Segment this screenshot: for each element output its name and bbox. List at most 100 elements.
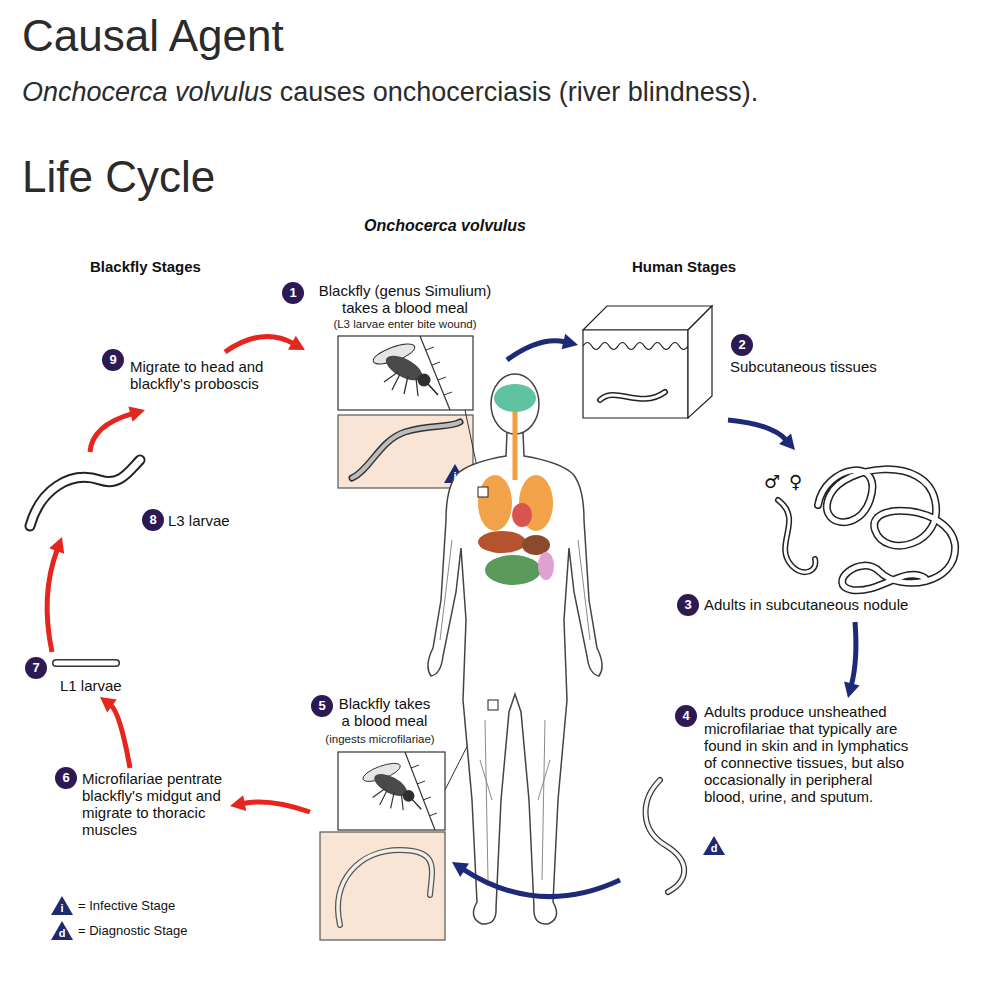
blackfly-box (420, 336, 450, 410)
human-figure (513, 412, 518, 480)
human-figure (440, 540, 590, 880)
microfilaria-box (338, 850, 432, 925)
larva-box (352, 422, 460, 478)
cycle-arrow (225, 336, 305, 352)
microfilaria-box (320, 832, 445, 940)
legend-triangle (51, 896, 73, 915)
l1-larva-drawing (56, 663, 116, 664)
cycle-arrow (507, 334, 578, 360)
stage-marker-letter: i (449, 470, 461, 482)
blackfly-box (338, 752, 445, 830)
blackfly-box (426, 347, 452, 395)
arrow-line (225, 337, 294, 352)
blackfly-box (411, 765, 437, 816)
female-symbol: ♀ (789, 471, 802, 493)
blackfly-box (371, 340, 438, 396)
stage-node: Blackfly (genus Simulium) takes a blood … (305, 280, 507, 492)
subtitle-text: causes onchocerciasis (river blindness). (280, 76, 759, 108)
group-heading: Human Stages (632, 258, 736, 276)
l3-larva-drawing (30, 460, 140, 526)
adult-worms (778, 469, 955, 590)
stage-text: Subcutaneous tissues (730, 358, 895, 375)
skin-block (583, 330, 688, 418)
blackfly-box (338, 752, 445, 830)
human-figure (538, 552, 554, 580)
microfilaria-drawing (646, 780, 685, 892)
callout-number: 1 (282, 282, 304, 304)
callout-number: 8 (142, 509, 164, 531)
legend-text: = Diagnostic Stage (78, 923, 187, 939)
stage-text: Microfilariae pentrate blackfly's midgut… (82, 770, 228, 838)
skin-block (600, 392, 665, 400)
stage-text: Blackfly takes a blood meal (336, 695, 433, 729)
human-figure (428, 374, 602, 924)
subtitle-species: Onchocerca volvulus (22, 76, 273, 108)
human-figure (512, 503, 532, 527)
arrow-line (90, 414, 132, 452)
stage-text: Migrate to head and blackfly's proboscis (130, 358, 300, 392)
legend-text: = Infective Stage (78, 898, 175, 914)
skin-block (600, 392, 665, 400)
human-figure (428, 432, 602, 924)
stage-text: Adults produce unsheathed microfilariae … (704, 703, 912, 805)
adult-worms (818, 469, 955, 590)
larva-box (338, 415, 473, 488)
microfilaria-drawing (646, 780, 685, 892)
skin-block (583, 306, 712, 418)
adult-worms (778, 500, 815, 572)
stage-text: Adults in subcutaneous nodule (704, 596, 944, 613)
callout-number: 6 (55, 767, 77, 789)
cycle-arrow (100, 697, 130, 768)
human-figure (522, 535, 550, 555)
l3-larva-drawing (30, 460, 140, 526)
stage-note: (ingests microfilariae) (310, 732, 450, 746)
stage-marker-letter: d (708, 842, 720, 854)
stage-node: L3 larvae (22, 452, 247, 537)
blackfly-box (338, 336, 473, 410)
callout-number: 3 (677, 594, 699, 616)
skin-block (688, 306, 712, 418)
stage-text: L1 larvae (60, 677, 135, 694)
stage-node: Subcutaneous tissues (578, 300, 897, 420)
cycle-arrow (230, 795, 310, 812)
blackfly-box (405, 752, 435, 830)
callout-number: 9 (102, 349, 124, 371)
stage-node: Adults produce unsheathed microfilariae … (620, 698, 985, 895)
microfilaria-box (338, 850, 432, 925)
l1-larva-drawing (56, 659, 116, 667)
stage-text: L3 larvae (168, 512, 243, 529)
arrow-line (47, 549, 57, 652)
human-figure (488, 700, 498, 710)
human-figure (478, 487, 488, 497)
blackfly-box (338, 336, 473, 410)
stage-text: Blackfly (genus Simulium) takes a blood … (310, 282, 500, 316)
l1-larva-drawing (56, 661, 116, 666)
callout-number: 7 (25, 657, 47, 679)
callout-number: 2 (731, 334, 753, 356)
cycle-arrow (47, 537, 64, 652)
adult-worms (778, 500, 815, 572)
skin-block (583, 343, 688, 350)
arrow-line (507, 341, 565, 360)
legend-triangle (51, 896, 73, 940)
stage-node: Blackfly takes a blood meal (ingests micr… (310, 695, 452, 945)
human-figure (478, 531, 526, 553)
human-figure (494, 384, 536, 412)
cycle-arrow (844, 622, 859, 698)
page-title: Causal Agent (22, 10, 284, 62)
stage-marker-letter: i (56, 902, 68, 914)
microfilaria-box (320, 832, 445, 940)
callout-number: 4 (675, 705, 697, 727)
stage-node: Migrate to head and blackfly's proboscis (125, 352, 315, 410)
group-heading: Blackfly Stages (90, 258, 201, 276)
stage-marker-letter: d (56, 927, 68, 939)
human-figure (478, 475, 512, 531)
cycle-arrow (728, 420, 795, 450)
larva-box (352, 422, 460, 478)
microfilaria-drawing (703, 836, 725, 855)
legend-triangle (51, 921, 73, 940)
male-symbol: ♂ (764, 471, 780, 493)
